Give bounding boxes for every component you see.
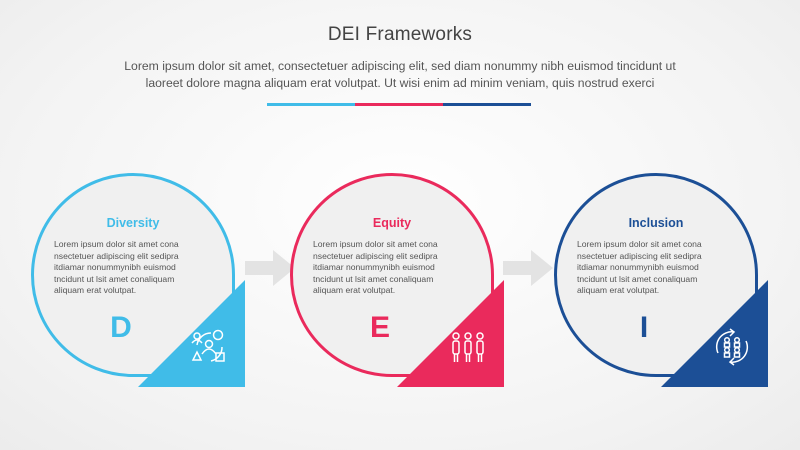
description-line: nsectetuer adipiscing elit sedipra <box>577 250 702 261</box>
accent-bar-inclusion <box>443 103 531 106</box>
description-line: aliquam erat volutpat. <box>577 285 660 295</box>
arrow-right-icon <box>503 250 553 286</box>
step-description: Lorem ipsum dolor sit amet cona nsectetu… <box>577 239 737 297</box>
accent-bar-equity <box>355 103 443 106</box>
accent-bar-diversity <box>267 103 355 106</box>
description-line: itdiamar nonummynibh euismod <box>313 262 435 272</box>
step-title: Diversity <box>106 216 160 230</box>
description-line: Lorem ipsum dolor sit amet cona <box>54 239 179 249</box>
description-line: Lorem ipsum dolor sit amet cona <box>313 239 438 249</box>
description-line: tncidunt ut lsit amet conaliquam <box>577 273 698 284</box>
step-circle <box>31 173 235 377</box>
arrow-right-icon <box>245 250 295 286</box>
subtitle-line-1: Lorem ipsum dolor sit amet, consectetuer… <box>124 59 676 73</box>
subtitle-line-2: laoreet dolore magna aliquam erat volutp… <box>145 76 655 90</box>
step-title: Inclusion <box>628 216 684 230</box>
description-line: tncidunt ut lsit amet conaliquam <box>313 273 434 284</box>
diversity-people-icon <box>191 329 225 362</box>
inclusion-group-icon <box>715 328 749 366</box>
description-line: aliquam erat volutpat. <box>54 285 137 295</box>
step-letter: E <box>369 311 390 344</box>
description-line: nsectetuer adipiscing elit sedipra <box>313 250 438 261</box>
description-line: Lorem ipsum dolor sit amet cona <box>577 239 702 249</box>
step-diversity: Diversity Lorem ipsum dolor sit amet con… <box>31 173 245 387</box>
step-equity: Equity Lorem ipsum dolor sit amet cona n… <box>290 173 504 387</box>
description-line: tncidunt ut lsit amet conaliquam <box>54 273 175 284</box>
step-title: Equity <box>372 216 412 230</box>
page-subtitle: Lorem ipsum dolor sit amet, consectetuer… <box>40 58 760 92</box>
step-inclusion: Inclusion Lorem ipsum dolor sit amet con… <box>554 173 768 387</box>
description-line: itdiamar nonummynibh euismod <box>577 262 699 272</box>
description-line: nsectetuer adipiscing elit sedipra <box>54 250 179 261</box>
step-letter: I <box>639 311 649 344</box>
description-line: aliquam erat volutpat. <box>313 285 396 295</box>
equal-people-icon <box>452 332 484 362</box>
step-description: Lorem ipsum dolor sit amet cona nsectetu… <box>313 239 473 297</box>
description-line: itdiamar nonummynibh euismod <box>54 262 176 272</box>
step-letter: D <box>110 311 132 344</box>
page-title: DEI Frameworks <box>327 24 473 45</box>
step-description: Lorem ipsum dolor sit amet cona nsectetu… <box>54 239 214 297</box>
